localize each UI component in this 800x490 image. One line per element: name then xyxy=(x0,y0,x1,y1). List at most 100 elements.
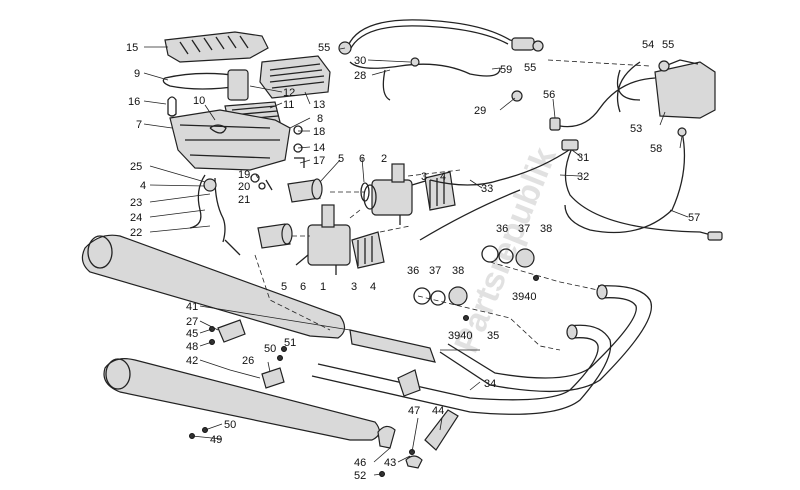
callout-34: 34 xyxy=(484,378,496,390)
callout-56: 56 xyxy=(543,89,555,101)
callout-25: 25 xyxy=(130,161,142,173)
callout-37: 37 xyxy=(429,265,441,277)
callout-26: 26 xyxy=(242,355,254,367)
callout-labels: 15 9 16 10 7 12 11 13 8 18 14 17 19 20 2… xyxy=(126,39,700,482)
callout-8: 8 xyxy=(317,113,323,125)
callout-5: 5 xyxy=(338,153,344,165)
callout-36: 36 xyxy=(496,223,508,235)
assembly-lines xyxy=(254,59,651,351)
callout-21: 21 xyxy=(238,194,250,206)
callout-4: 4 xyxy=(440,171,446,183)
callout-36: 36 xyxy=(407,265,419,277)
fitting-19-20-21 xyxy=(250,173,273,191)
callout-44: 44 xyxy=(432,405,444,417)
spacer-ring-upper xyxy=(360,182,370,202)
rubber-manifold-lower xyxy=(351,231,385,269)
callout-50: 50 xyxy=(224,419,236,431)
callout-3940: 3940 xyxy=(448,330,472,342)
callout-30: 30 xyxy=(354,55,366,67)
callout-49: 49 xyxy=(210,434,222,446)
carburetor-upper xyxy=(363,163,433,225)
small-bolts xyxy=(189,326,415,477)
callout-24: 24 xyxy=(130,212,142,224)
callout-42: 42 xyxy=(186,355,198,367)
callout-48: 48 xyxy=(186,341,198,353)
exhaust-pipe-lower xyxy=(311,324,612,415)
callout-4: 4 xyxy=(370,281,376,293)
callout-16: 16 xyxy=(128,96,140,108)
intake-sleeve-upper xyxy=(287,178,323,203)
callout-43: 43 xyxy=(384,457,396,469)
callout-5: 5 xyxy=(281,281,287,293)
muffler-lower xyxy=(103,358,380,441)
callout-14: 14 xyxy=(313,142,325,154)
clip-16 xyxy=(167,96,177,117)
callout-31: 31 xyxy=(577,152,589,164)
callout-32: 32 xyxy=(577,171,589,183)
callout-6: 6 xyxy=(300,281,306,293)
callout-12: 12 xyxy=(283,87,295,99)
callout-37: 37 xyxy=(518,223,530,235)
callout-3: 3 xyxy=(421,171,427,183)
watermark: Partsrepublik xyxy=(447,142,564,358)
callout-55: 55 xyxy=(524,62,536,74)
leader-lines xyxy=(143,46,689,476)
exhaust-pipe-upper xyxy=(439,284,652,393)
callout-3940: 3940 xyxy=(512,291,536,303)
callout-53: 53 xyxy=(630,123,642,135)
callout-38: 38 xyxy=(540,223,552,235)
callout-9: 9 xyxy=(134,68,140,80)
airbox-body xyxy=(169,109,291,171)
collector-pipe xyxy=(397,369,459,451)
callout-28: 28 xyxy=(354,70,366,82)
rubber-manifold-upper xyxy=(424,171,456,211)
callout-35: 35 xyxy=(487,330,499,342)
breather-hoses xyxy=(189,174,241,256)
callout-29: 29 xyxy=(474,105,486,117)
callout-51: 51 xyxy=(284,337,296,349)
callout-20: 20 xyxy=(238,181,250,193)
callout-47: 47 xyxy=(408,405,420,417)
callout-7: 7 xyxy=(136,119,142,131)
brackets xyxy=(217,319,423,469)
carburetor-lower xyxy=(295,204,351,275)
callout-45: 45 xyxy=(186,328,198,340)
callout-18: 18 xyxy=(313,126,325,138)
callout-4: 4 xyxy=(140,180,146,192)
callout-15: 15 xyxy=(126,42,138,54)
airbox-lid xyxy=(164,31,269,63)
callout-23: 23 xyxy=(130,197,142,209)
fuel-hose-branch xyxy=(349,57,523,102)
callout-1: 1 xyxy=(320,281,326,293)
callout-58: 58 xyxy=(650,143,662,155)
oil-tank xyxy=(616,59,716,119)
callout-6: 6 xyxy=(359,153,365,165)
muffler-upper xyxy=(81,234,346,339)
callout-19: 19 xyxy=(238,169,250,181)
callout-2: 2 xyxy=(381,153,387,165)
callout-13: 13 xyxy=(313,99,325,111)
callout-57: 57 xyxy=(688,212,700,224)
callout-17: 17 xyxy=(313,155,325,167)
filter-element xyxy=(259,55,331,99)
balance-pipe xyxy=(349,329,436,363)
callout-41: 41 xyxy=(186,301,198,313)
callout-27: 27 xyxy=(186,316,198,328)
callout-38: 38 xyxy=(452,265,464,277)
callout-54: 54 xyxy=(642,39,654,51)
callout-46: 46 xyxy=(354,457,366,469)
callout-52: 52 xyxy=(354,470,366,482)
callout-11: 11 xyxy=(283,99,294,111)
callout-22: 22 xyxy=(130,227,142,239)
throttle-cable xyxy=(419,139,723,241)
callout-33: 33 xyxy=(481,183,493,195)
small-fittings xyxy=(293,125,305,168)
callout-55: 55 xyxy=(318,42,330,54)
callout-59: 59 xyxy=(500,64,512,76)
gear-sets xyxy=(413,245,539,321)
callout-3: 3 xyxy=(351,281,357,293)
callout-50: 50 xyxy=(264,343,276,355)
callout-55: 55 xyxy=(662,39,674,51)
intake-sleeve-lower xyxy=(257,223,293,249)
